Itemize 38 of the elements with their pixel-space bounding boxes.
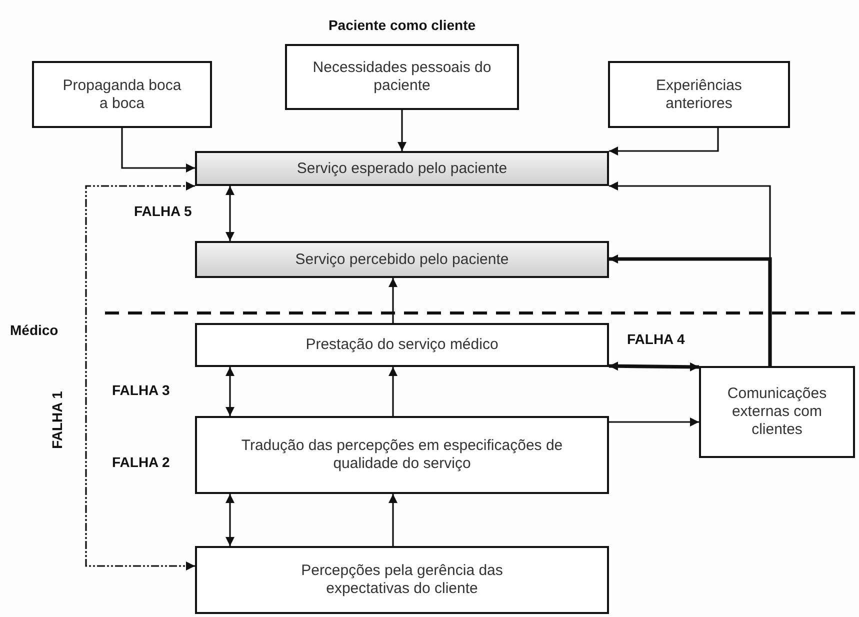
box-text: Necessidades pessoais do paciente [312, 59, 492, 95]
process-box [699, 366, 855, 458]
process-box [195, 416, 609, 494]
arrow [85, 182, 195, 570]
box-text: Prestação do serviço médico [304, 336, 500, 354]
edge-label: FALHA 3 [112, 382, 170, 398]
box-text: Experiências anteriores [655, 76, 743, 112]
arrow [388, 494, 398, 546]
box-text: Serviço percebido pelo paciente [294, 250, 510, 268]
process-box [32, 61, 212, 128]
edge-label: FALHA 5 [134, 203, 192, 219]
box-text: Percepções pela gerência das expectativas do cliente [300, 562, 504, 598]
shaded-process-box [195, 241, 609, 278]
arrow [608, 362, 700, 372]
arrow [226, 367, 234, 416]
arrow [609, 254, 772, 366]
box-text: Propaganda boca a boca [62, 76, 182, 112]
box-text: Tradução das percepções em especificações de qualidade do serviço [240, 437, 564, 473]
arrow [226, 186, 234, 241]
arrow [388, 367, 398, 416]
arrow [398, 110, 406, 151]
edge-label: FALHA 1 [49, 391, 65, 449]
process-box [195, 546, 609, 614]
arrow [609, 418, 699, 426]
arrow [609, 128, 719, 156]
arrow [121, 128, 195, 172]
section-label: Médico [10, 322, 58, 338]
process-box [608, 61, 790, 128]
edge-label: FALHA 2 [112, 454, 170, 470]
process-box [285, 44, 519, 110]
box-text: Serviço esperado pelo paciente [296, 160, 508, 178]
arrow [226, 494, 234, 546]
box-text: Comunicações externas com clientes [726, 385, 828, 439]
process-box [195, 323, 609, 367]
edge-label: FALHA 4 [627, 331, 685, 347]
shaded-process-box [195, 151, 609, 186]
arrow [388, 278, 398, 323]
diagram-title: Paciente como cliente [328, 17, 476, 33]
